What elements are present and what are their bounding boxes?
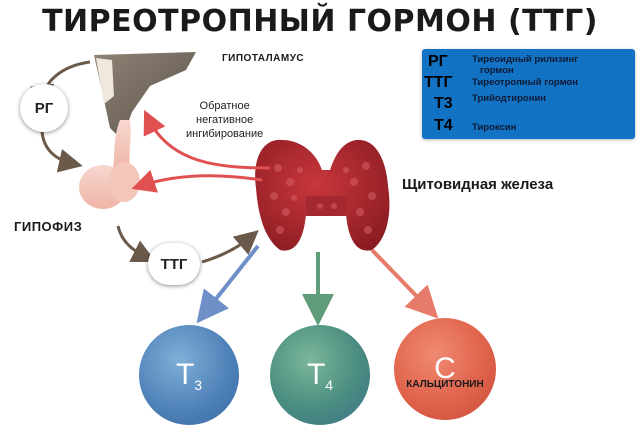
legend-text-ttg: Тиреотропный гормон <box>472 77 579 88</box>
hypothalamus-illustration <box>94 52 196 140</box>
t3-arrow <box>196 244 260 324</box>
legend-text-t4: Тироксин <box>472 122 517 133</box>
legend-text-rg-2: гормон <box>480 65 514 76</box>
t4-subscript: 4 <box>325 377 334 393</box>
legend-text-rg-1: Тиреоидный рилизинг <box>472 54 579 65</box>
thyroid-gland-illustration <box>255 139 390 251</box>
feedback-label-line2: негативное <box>196 114 254 126</box>
legend-box: РГ Тиреоидный рилизинг гормон ТТГ Тиреот… <box>422 49 635 139</box>
feedback-arrow-hypothalamus <box>143 109 271 170</box>
legend-abbr-ttg: ТТГ <box>424 74 453 91</box>
legend-abbr-rg: РГ <box>428 53 448 70</box>
pituitary-label: ГИПОФИЗ <box>14 219 83 234</box>
calcitonin-label: КАЛЬЦИТОНИН <box>406 379 484 390</box>
legend-abbr-t4: Т4 <box>434 117 453 134</box>
feedback-label-line3: ингибирование <box>186 128 264 140</box>
hypothalamus-label: ГИПОТАЛАМУС <box>222 53 305 64</box>
calcitonin-arrow <box>370 248 439 319</box>
ttg-arrow-out <box>201 230 259 264</box>
legend-text-t3: Трийодтиронин <box>472 93 547 104</box>
calcitonin-circle: C КАЛЬЦИТОНИН <box>394 318 496 420</box>
rg-arrow-out <box>40 131 83 173</box>
calcitonin-letter: C <box>434 352 456 385</box>
t3-subscript: 3 <box>194 377 203 393</box>
ttg-arrow-in <box>116 225 157 263</box>
ttg-badge: ТТГ <box>148 243 200 285</box>
rg-badge: РГ <box>20 84 68 132</box>
feedback-arrow-pituitary <box>131 169 263 193</box>
t4-letter: T <box>306 358 326 391</box>
legend-abbr-t3: Т3 <box>434 95 453 112</box>
feedback-label: Обратное негативное ингибирование <box>186 99 263 141</box>
thyroid-label: Щитовидная железа <box>402 176 554 193</box>
t3-letter: T <box>175 358 195 391</box>
pituitary-illustration <box>79 120 140 209</box>
feedback-label-line1: Обратное <box>199 100 250 112</box>
page-title: ТИРЕОТРОПНЫЙ ГОРМОН (ТТГ) <box>42 4 598 39</box>
